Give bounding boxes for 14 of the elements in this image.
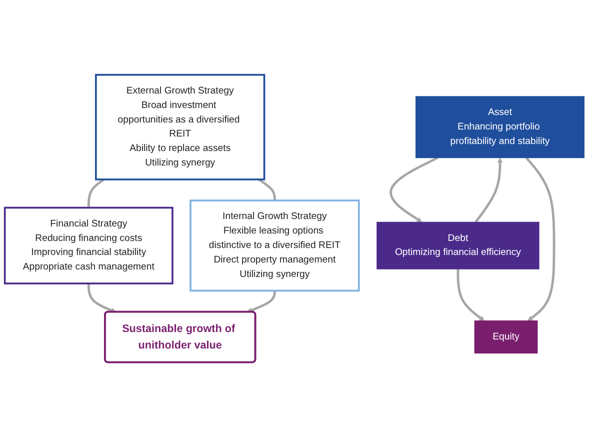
connector [87, 178, 105, 208]
arrow [246, 290, 276, 313]
arrow [390, 156, 438, 222]
node-box: Equity [474, 320, 538, 354]
arrow [525, 156, 556, 321]
node-box: Financial Strategy Reducing financing costs Improving financial stability Appropriate cash management [4, 206, 174, 284]
node-box: Internal Growth Strategy Flexible leasing options distinctive to a diversified REIT Direct property management Utilizing synergy [190, 200, 360, 292]
node-box: External Growth Strategy Broad investment opportunities as a diversified REIT Ability to replace assets Utilizing synergy [95, 74, 266, 180]
node-box: Asset Enhancing portfolio profitability and stability [416, 96, 584, 158]
arrow [87, 283, 116, 313]
connector [258, 178, 276, 200]
arrow [474, 158, 503, 223]
node-box: Debt Optimizing financial efficiency [376, 222, 540, 270]
arrow [456, 269, 484, 321]
